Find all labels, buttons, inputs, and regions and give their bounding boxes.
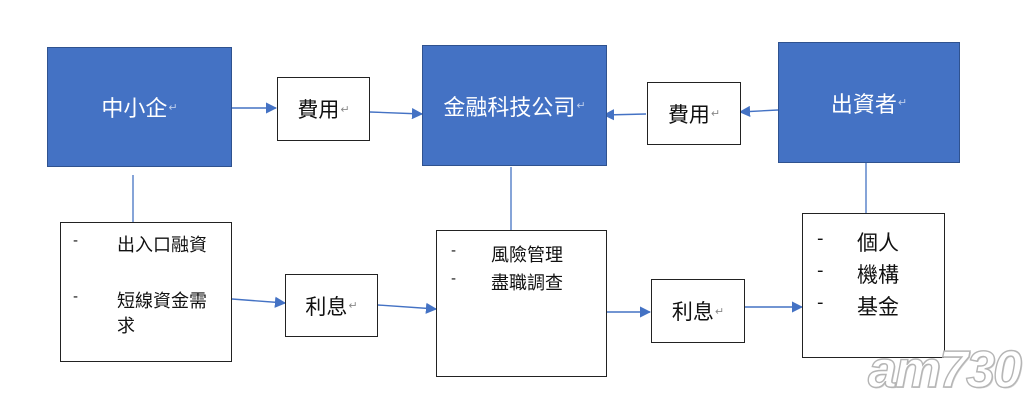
- arrow-interest-to-fintech: [377, 302, 438, 314]
- sme-detail-text: 短線資金需求: [117, 291, 207, 337]
- funder-label: 出資者: [830, 92, 897, 118]
- arrow-fee-to-fintech-right: [602, 109, 647, 121]
- sme-detail-text: 出入口融資: [117, 235, 207, 256]
- sme-label: 中小企: [101, 97, 168, 122]
- paragraph-mark: ↵: [168, 100, 178, 114]
- fee-left-label: 費用: [297, 98, 340, 122]
- bullet-dash: -: [73, 233, 79, 249]
- paragraph-mark: ↵: [714, 304, 725, 318]
- paragraph-mark: ↵: [340, 102, 350, 116]
- fintech-detail-text: 盡職調查: [491, 273, 563, 294]
- fintech-label: 金融科技公司: [443, 95, 576, 121]
- funder-details-box: - 個人 - 機構 - 基金: [802, 213, 945, 358]
- bullet-dash: -: [817, 292, 824, 313]
- paragraph-mark: ↵: [576, 99, 586, 112]
- watermark-logo: am730: [867, 340, 1022, 399]
- funder-detail-text: 個人: [857, 231, 899, 255]
- sme-detail-item: - 出入口融資: [73, 233, 207, 258]
- interest-left-box: 利息↵: [285, 274, 378, 337]
- sme-detail-item: - 短線資金需求: [73, 289, 207, 339]
- fintech-details-box: - 風險管理 - 盡職調查: [436, 230, 607, 377]
- fintech-detail-item: - 盡職調查: [451, 271, 563, 296]
- bullet-dash: -: [817, 228, 824, 249]
- funder-detail-text: 基金: [857, 295, 899, 319]
- interest-left-label: 利息: [305, 294, 348, 319]
- paragraph-mark: ↵: [348, 299, 358, 312]
- sme-box: 中小企↵: [47, 47, 232, 167]
- arrow-fee-to-fintech: [369, 108, 424, 120]
- sme-details-box: - 出入口融資 - 短線資金需求: [60, 222, 232, 362]
- arrow-sme-to-interest: [231, 296, 287, 308]
- funder-detail-item: - 機構: [817, 260, 899, 290]
- paragraph-mark: ↵: [710, 107, 721, 120]
- bullet-dash: -: [73, 289, 79, 305]
- bullet-dash: -: [451, 243, 457, 259]
- funder-detail-item: - 基金: [817, 292, 899, 322]
- bullet-dash: -: [451, 271, 457, 287]
- fee-left-box: 費用↵: [277, 77, 370, 141]
- funder-detail-text: 機構: [857, 263, 899, 287]
- fintech-box: 金融科技公司↵: [422, 45, 607, 166]
- interest-right-box: 利息↵: [651, 279, 745, 343]
- paragraph-mark: ↵: [897, 96, 908, 109]
- fee-right-label: 費用: [667, 102, 710, 127]
- bullet-dash: -: [817, 260, 824, 281]
- fintech-detail-text: 風險管理: [491, 245, 563, 266]
- funder-detail-item: - 個人: [817, 228, 899, 258]
- funder-box: 出資者↵: [778, 42, 960, 163]
- arrow-funder-to-fee: [738, 105, 779, 118]
- fintech-detail-item: - 風險管理: [451, 243, 563, 268]
- fee-right-box: 費用↵: [647, 82, 741, 145]
- interest-right-label: 利息: [671, 300, 714, 324]
